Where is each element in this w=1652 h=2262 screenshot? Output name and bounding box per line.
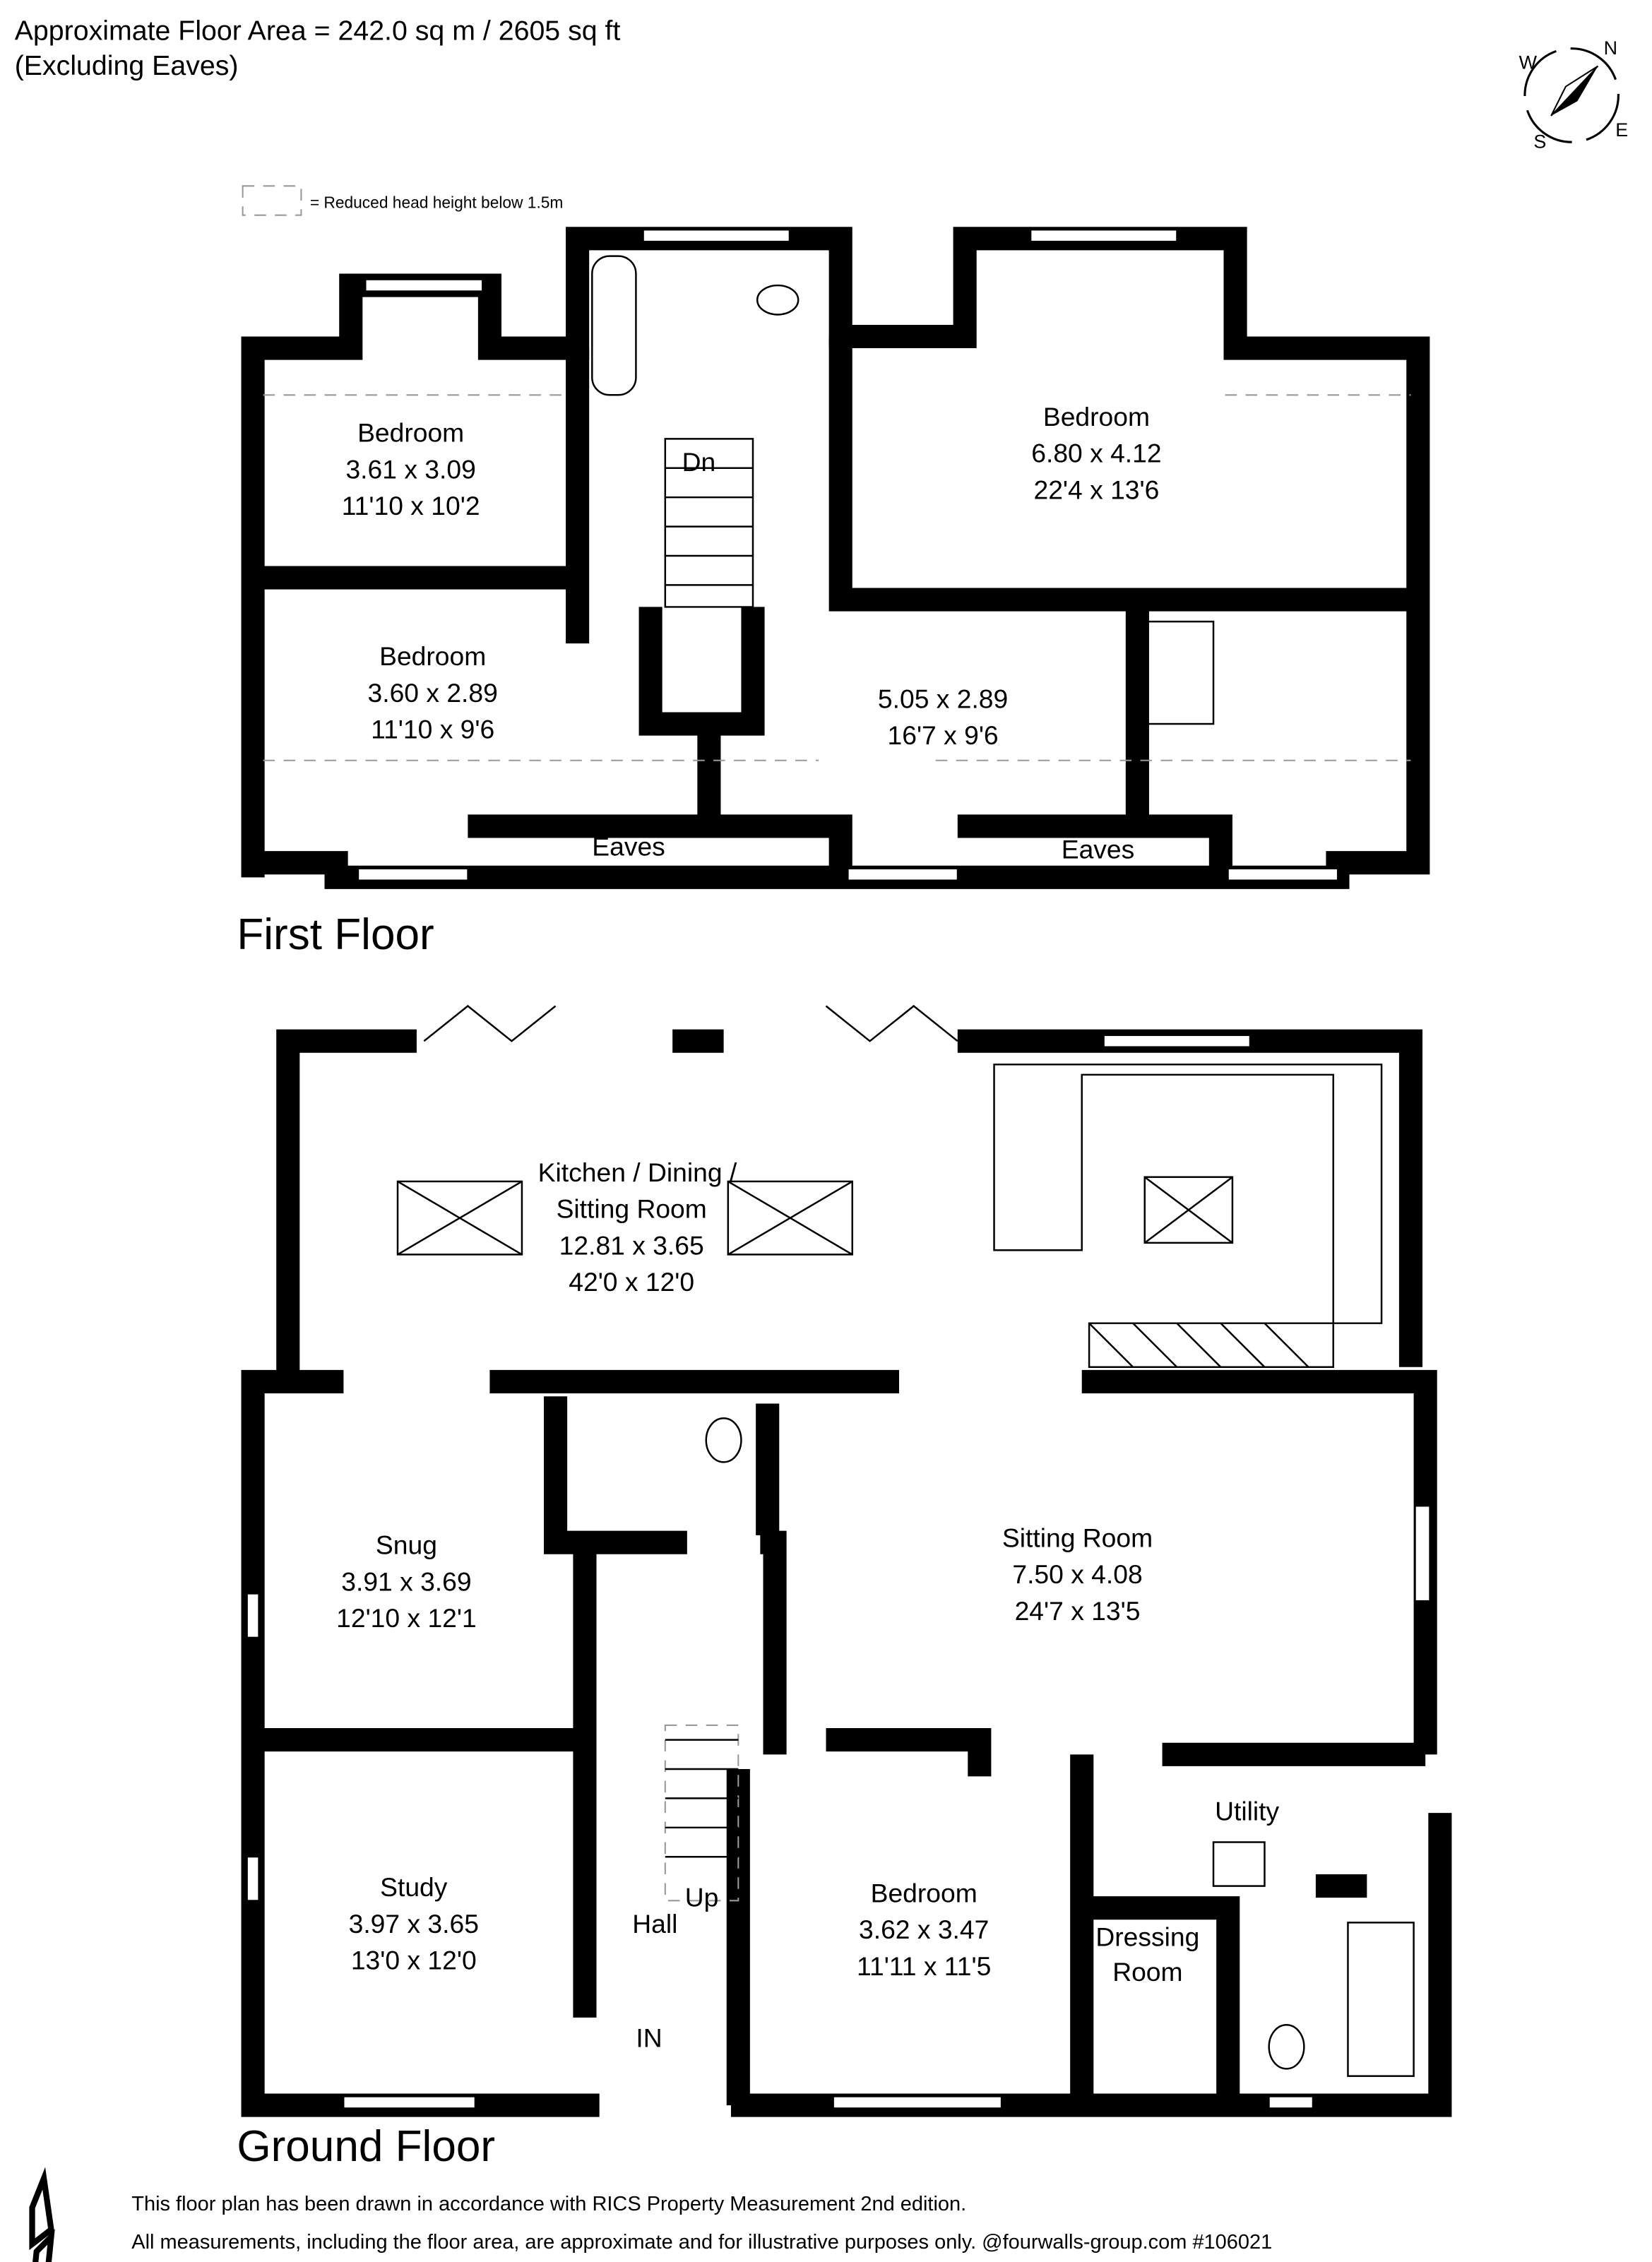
fourwalls-logo-icon: [29, 2167, 55, 2262]
room-label: 3.60 x 2.89: [368, 678, 498, 708]
shower-icon: [1146, 620, 1215, 725]
room-label: 13'0 x 12'0: [351, 1946, 477, 1975]
bath-icon: [591, 255, 637, 396]
room-label: Eaves: [592, 831, 665, 861]
room-label: Bedroom: [379, 641, 486, 671]
shower-icon: [1347, 1922, 1415, 2077]
room-label: 16'7 x 9'6: [888, 720, 999, 750]
room-label: Sitting Room: [557, 1194, 707, 1224]
room-label: 42'0 x 12'0: [569, 1267, 694, 1297]
skylight: [396, 1180, 523, 1256]
room-label: Snug: [376, 1530, 437, 1560]
svg-text:N: N: [1604, 37, 1617, 59]
svg-text:S: S: [1533, 131, 1546, 152]
footer-line-2: All measurements, including the floor ar…: [131, 2231, 1272, 2254]
room-label: 3.62 x 3.47: [859, 1915, 989, 1944]
room-label: Eaves: [1062, 834, 1135, 864]
room-label: 6.80 x 4.12: [1031, 439, 1161, 468]
first-floor-title: First Floor: [237, 910, 434, 959]
room-label: 5.05 x 2.89: [878, 684, 1008, 713]
room-label: 11'11 x 11'5: [857, 1951, 991, 1981]
room-label: Room: [1112, 1957, 1182, 1987]
room-label: Utility: [1215, 1796, 1279, 1826]
room-label: Dressing: [1095, 1922, 1199, 1951]
compass-icon: N W S E: [1519, 37, 1629, 152]
floor-area-text: Approximate Floor Area = 242.0 sq m / 26…: [15, 15, 621, 46]
sink-icon: [1212, 1841, 1266, 1887]
room-label: 24'7 x 13'5: [1015, 1596, 1141, 1626]
room-label: 12'10 x 12'1: [336, 1603, 477, 1633]
skylight: [1143, 1176, 1234, 1244]
toilet-icon: [705, 1417, 742, 1463]
room-label: Dn: [682, 447, 716, 477]
toilet-icon: [1268, 2024, 1305, 2070]
room-label: Hall: [632, 1909, 677, 1939]
ground-floor-plan: Kitchen / Dining / Sitting Room 12.81 x …: [241, 1004, 1452, 2117]
room-label: Study: [380, 1872, 448, 1902]
svg-text:E: E: [1615, 119, 1628, 141]
room-label: 3.97 x 3.65: [349, 1909, 479, 1939]
excluding-eaves-text: (Excluding Eaves): [15, 50, 239, 81]
room-label: 7.50 x 4.08: [1012, 1559, 1142, 1589]
room-label: 22'4 x 13'6: [1034, 475, 1160, 504]
room-label: Bedroom: [871, 1878, 977, 1907]
room-label: Sitting Room: [1002, 1523, 1153, 1552]
room-label: 12.81 x 3.65: [559, 1230, 704, 1260]
first-floor-plan: Bedroom 3.61 x 3.09 11'10 x 10'2 Bedroom…: [241, 227, 1430, 889]
toilet-icon: [756, 284, 800, 316]
room-label: 3.61 x 3.09: [345, 454, 475, 484]
svg-text:W: W: [1519, 52, 1538, 73]
legend-text: = Reduced head height below 1.5m: [310, 193, 564, 211]
room-label: Up: [685, 1883, 719, 1912]
legend: = Reduced head height below 1.5m: [242, 185, 564, 216]
room-label: 3.91 x 3.69: [341, 1566, 471, 1596]
room-label: IN: [636, 2023, 662, 2052]
room-label: Kitchen / Dining /: [538, 1157, 737, 1187]
room-label: 11'10 x 10'2: [342, 491, 480, 520]
room-label: Bedroom: [357, 418, 464, 448]
ground-floor-title: Ground Floor: [237, 2122, 495, 2171]
skylight: [727, 1180, 854, 1256]
footer-line-1: This floor plan has been drawn in accord…: [131, 2193, 966, 2215]
room-label: Bedroom: [1043, 402, 1150, 431]
room-label: 11'10 x 9'6: [371, 715, 494, 744]
